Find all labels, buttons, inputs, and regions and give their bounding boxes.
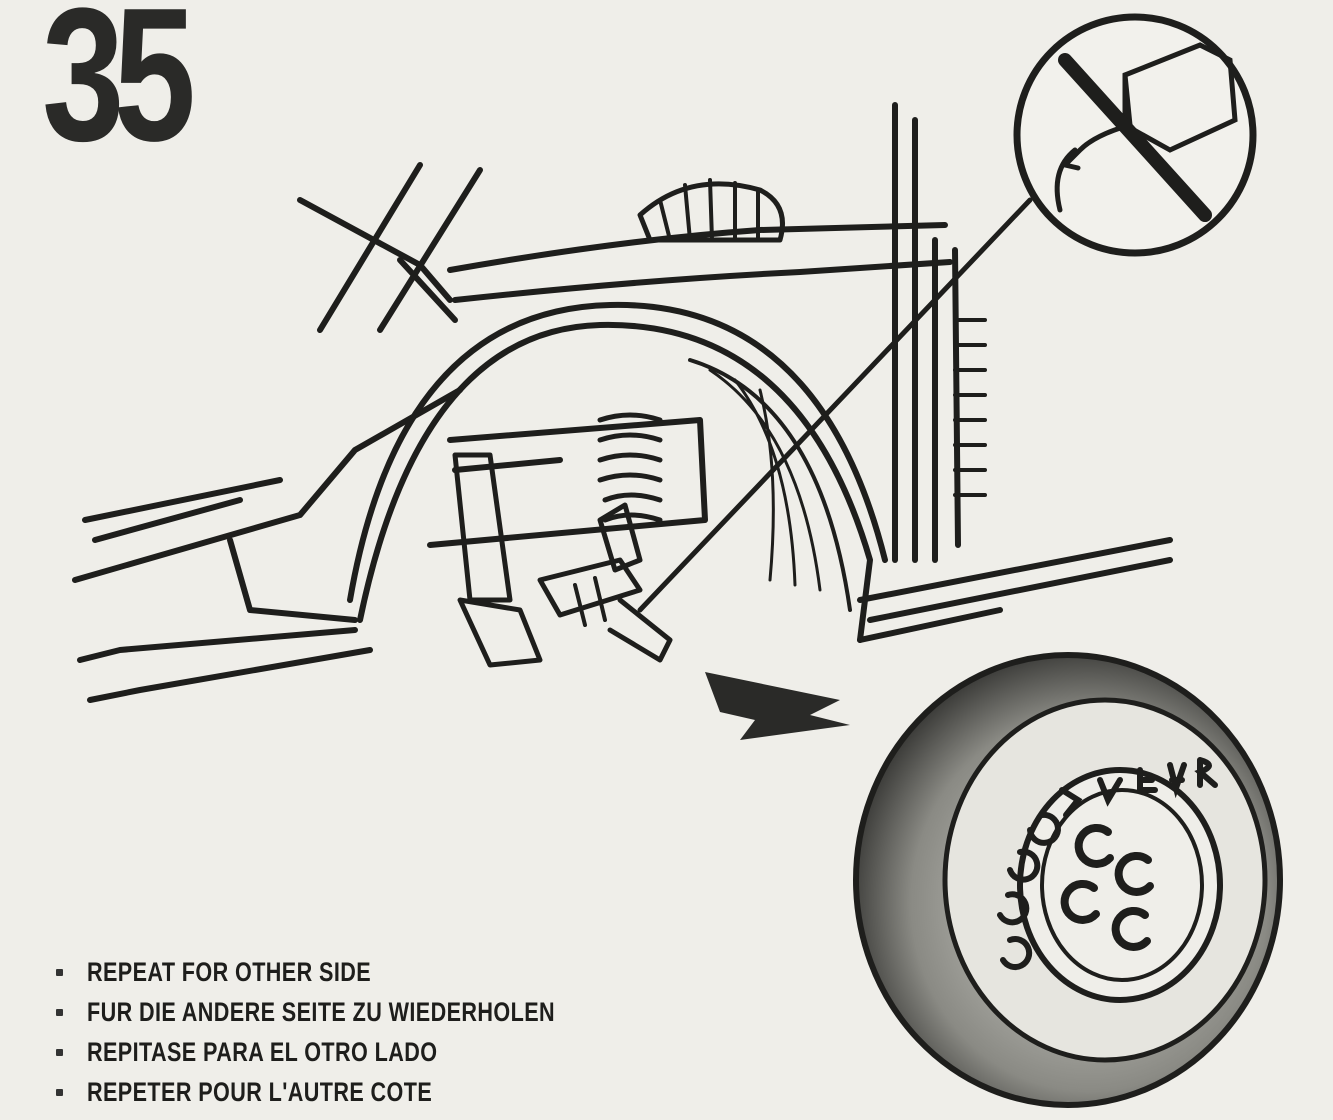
instruction-spanish: REPITASE PARA EL OTRO LADO [56, 1032, 672, 1072]
step-number: 35 [42, 0, 196, 181]
instruction-german: FUR DIE ANDERE SEITE ZU WIEDERHOLEN [56, 992, 672, 1032]
bullet [56, 968, 63, 976]
arrow-icon [705, 672, 850, 740]
instruction-french: REPETER POUR L'AUTRE COTE [56, 1072, 672, 1112]
bullet [56, 1008, 63, 1016]
bullet [56, 1088, 63, 1096]
chassis-drawing [72, 102, 1173, 703]
no-symbol-icon [1013, 13, 1257, 257]
tire-drawing [853, 652, 1283, 1108]
bullet [56, 1048, 63, 1056]
instruction-list: REPEAT FOR OTHER SIDE FUR DIE ANDERE SEI… [56, 952, 672, 1112]
instruction-english: REPEAT FOR OTHER SIDE [56, 952, 672, 992]
